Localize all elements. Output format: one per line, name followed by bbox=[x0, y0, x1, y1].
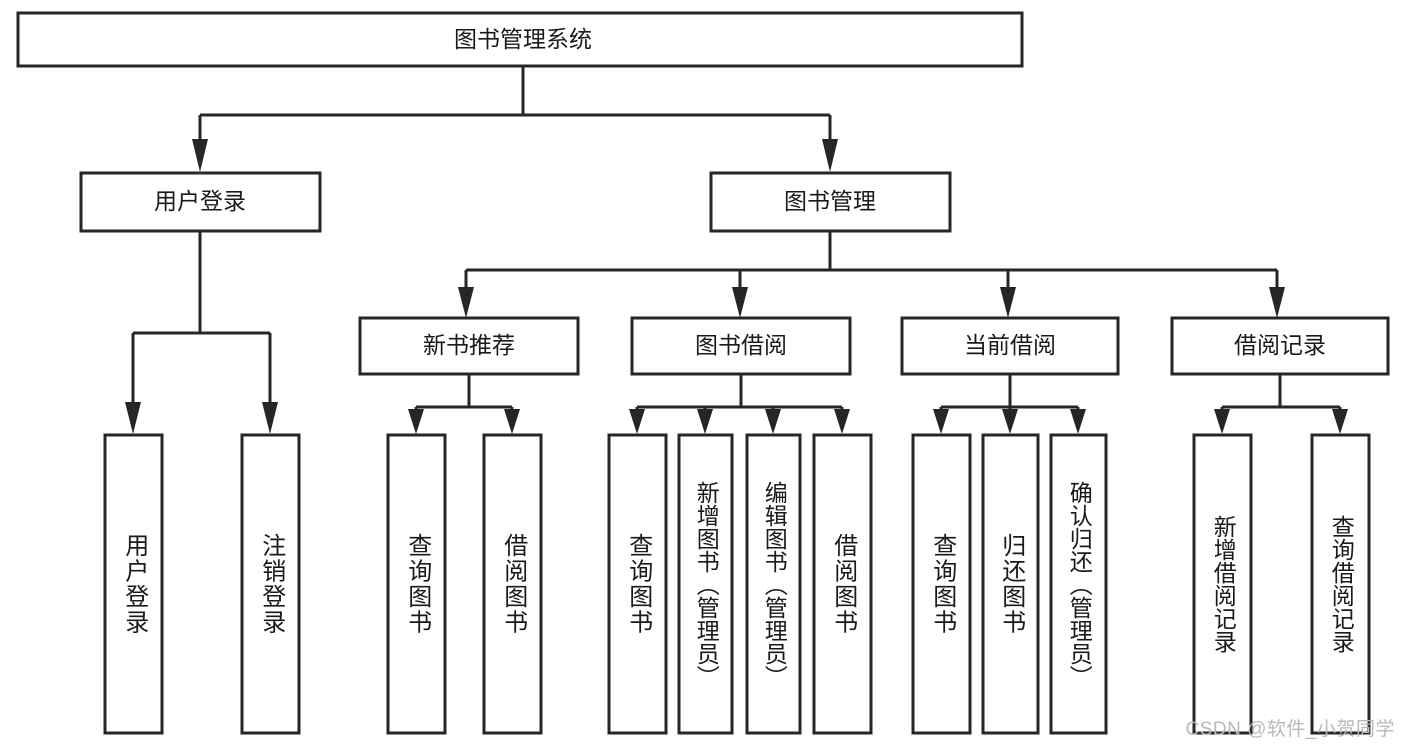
node-leaf-borrow-add[interactable] bbox=[677, 433, 734, 735]
node-leaf-borrow-query[interactable] bbox=[607, 433, 668, 735]
arrow-bookmgmt-to-current bbox=[1000, 287, 1016, 318]
node-leaf-newbook-borrow[interactable] bbox=[482, 433, 543, 735]
node-leaf-user-login[interactable] bbox=[103, 433, 164, 735]
arrow-current-leaf-3 bbox=[1070, 409, 1086, 434]
arrow-borrow-leaf-2 bbox=[697, 409, 713, 434]
node-leaf-borrow-edit[interactable] bbox=[745, 433, 802, 735]
node-current-borrow[interactable] bbox=[900, 316, 1120, 376]
node-leaf-record-add[interactable] bbox=[1192, 433, 1253, 735]
arrow-root-to-bookmgmt bbox=[822, 139, 838, 172]
arrow-bookmgmt-to-record bbox=[1269, 287, 1285, 318]
arrow-record-leaf-1 bbox=[1214, 409, 1230, 434]
node-leaf-record-query[interactable] bbox=[1310, 433, 1371, 735]
arrow-newbook-leaf-2 bbox=[504, 409, 520, 434]
node-leaf-current-return[interactable] bbox=[981, 433, 1040, 735]
arrow-borrow-leaf-3 bbox=[765, 409, 781, 434]
arrow-current-leaf-2 bbox=[1002, 409, 1018, 434]
arrow-bookmgmt-to-borrow bbox=[732, 287, 748, 318]
arrow-bookmgmt-to-newbook bbox=[458, 287, 474, 318]
node-user-login[interactable] bbox=[79, 171, 322, 233]
arrow-record-leaf-2 bbox=[1332, 409, 1348, 434]
node-layer: 图书管理系统 用户登录 图书管理 新书推荐 图书借阅 当前借阅 借阅记录 bbox=[16, 11, 1390, 735]
node-leaf-user-logout[interactable] bbox=[240, 433, 301, 735]
node-current-borrow-label: 当前借阅 bbox=[964, 332, 1056, 358]
node-leaf-newbook-query[interactable] bbox=[386, 433, 447, 735]
node-book-borrow[interactable] bbox=[630, 316, 852, 376]
node-book-management[interactable] bbox=[709, 171, 952, 233]
node-leaf-borrow-lend[interactable] bbox=[812, 433, 873, 735]
arrow-current-leaf-1 bbox=[933, 409, 949, 434]
arrow-root-to-userlogin bbox=[192, 139, 208, 172]
node-new-book-recommend[interactable] bbox=[358, 316, 580, 376]
arrow-userlogin-leaf-1 bbox=[125, 402, 141, 434]
node-borrow-record[interactable] bbox=[1170, 316, 1390, 376]
node-borrow-record-label: 借阅记录 bbox=[1234, 332, 1326, 358]
arrow-borrow-leaf-1 bbox=[629, 409, 645, 434]
arrow-borrow-leaf-4 bbox=[834, 409, 850, 434]
node-root[interactable] bbox=[16, 11, 1024, 68]
node-book-management-label: 图书管理 bbox=[784, 188, 876, 214]
node-user-login-label: 用户登录 bbox=[154, 188, 246, 214]
arrow-newbook-leaf-1 bbox=[408, 409, 424, 434]
arrow-userlogin-leaf-2 bbox=[262, 402, 278, 434]
node-book-borrow-label: 图书借阅 bbox=[695, 332, 787, 358]
watermark-text: CSDN @软件_小贺同学 bbox=[1185, 719, 1395, 740]
connector-layer bbox=[125, 66, 1348, 434]
node-leaf-current-query[interactable] bbox=[911, 433, 972, 735]
node-root-label: 图书管理系统 bbox=[454, 26, 592, 52]
node-new-book-recommend-label: 新书推荐 bbox=[423, 332, 515, 358]
node-leaf-current-confirm[interactable] bbox=[1049, 433, 1108, 735]
